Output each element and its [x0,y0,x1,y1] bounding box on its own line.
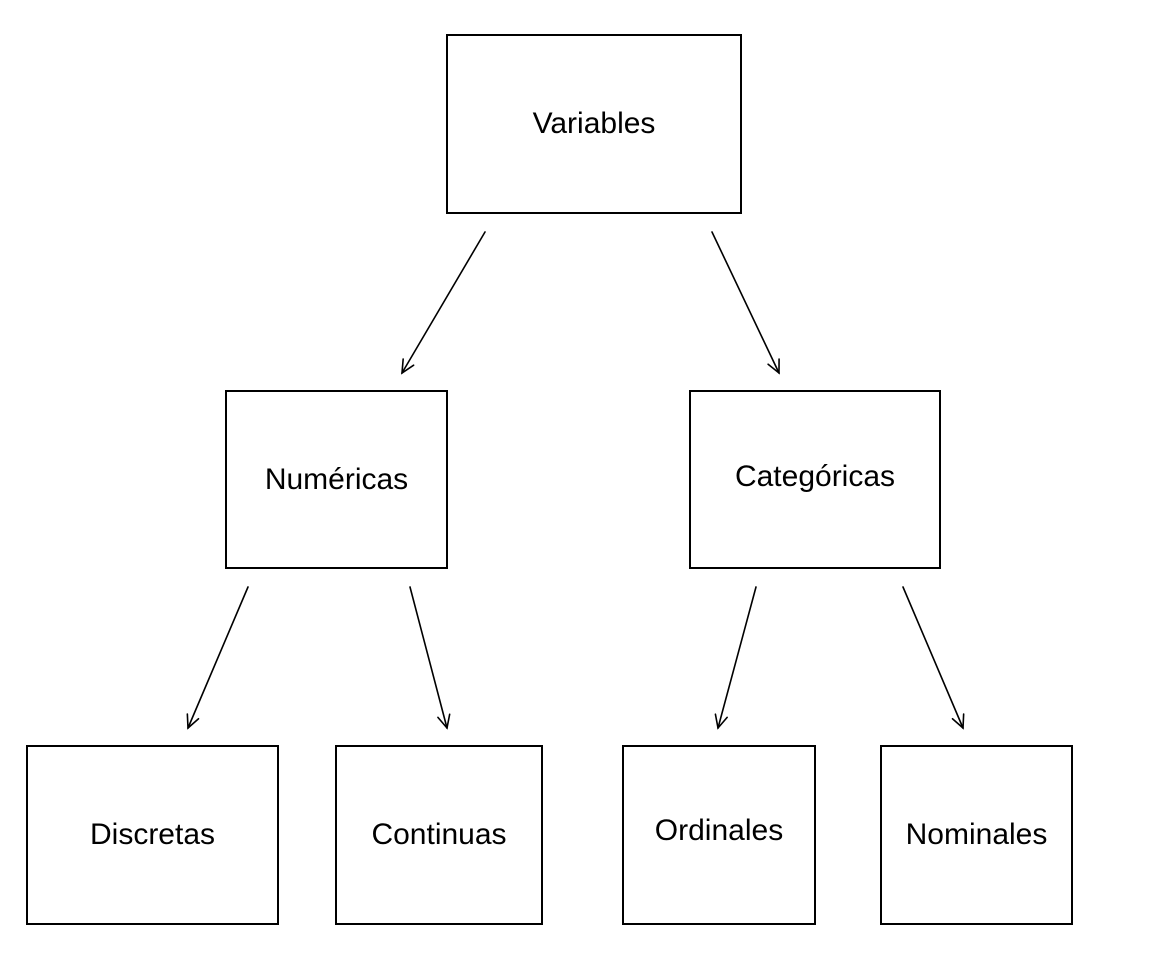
arrow-variables-to-numericas [401,231,486,374]
node-label: Nominales [905,818,1048,851]
node-label: Variables [532,107,656,140]
node-nominales: Nominales [880,745,1073,925]
node-label: Discretas [89,818,216,851]
node-numericas: Numéricas [225,390,448,569]
arrow-numericas-to-continuas [409,586,448,729]
arrow-categoricas-to-ordinales [717,586,757,729]
node-ordinales: Ordinales [622,745,816,925]
node-label: Continuas [371,818,507,851]
arrowhead-categoricas-to-nominales [951,713,965,730]
node-label: Numéricas [264,462,409,496]
arrowhead-numericas-to-continuas [437,713,451,730]
node-label: Ordinales [654,814,784,847]
arrowhead-categoricas-to-ordinales [714,713,728,730]
node-categoricas: Categóricas [689,390,941,569]
arrow-variables-to-categoricas [711,231,780,374]
node-continuas: Continuas [335,745,543,925]
arrow-categoricas-to-nominales [902,586,964,729]
arrowhead-variables-to-numericas [401,358,415,375]
node-variables: Variables [446,34,742,214]
node-label: Categóricas [734,459,896,493]
arrowhead-numericas-to-discretas [186,713,200,730]
arrow-numericas-to-discretas [187,586,249,729]
arrowhead-variables-to-categoricas [767,358,780,375]
node-discretas: Discretas [26,745,279,925]
